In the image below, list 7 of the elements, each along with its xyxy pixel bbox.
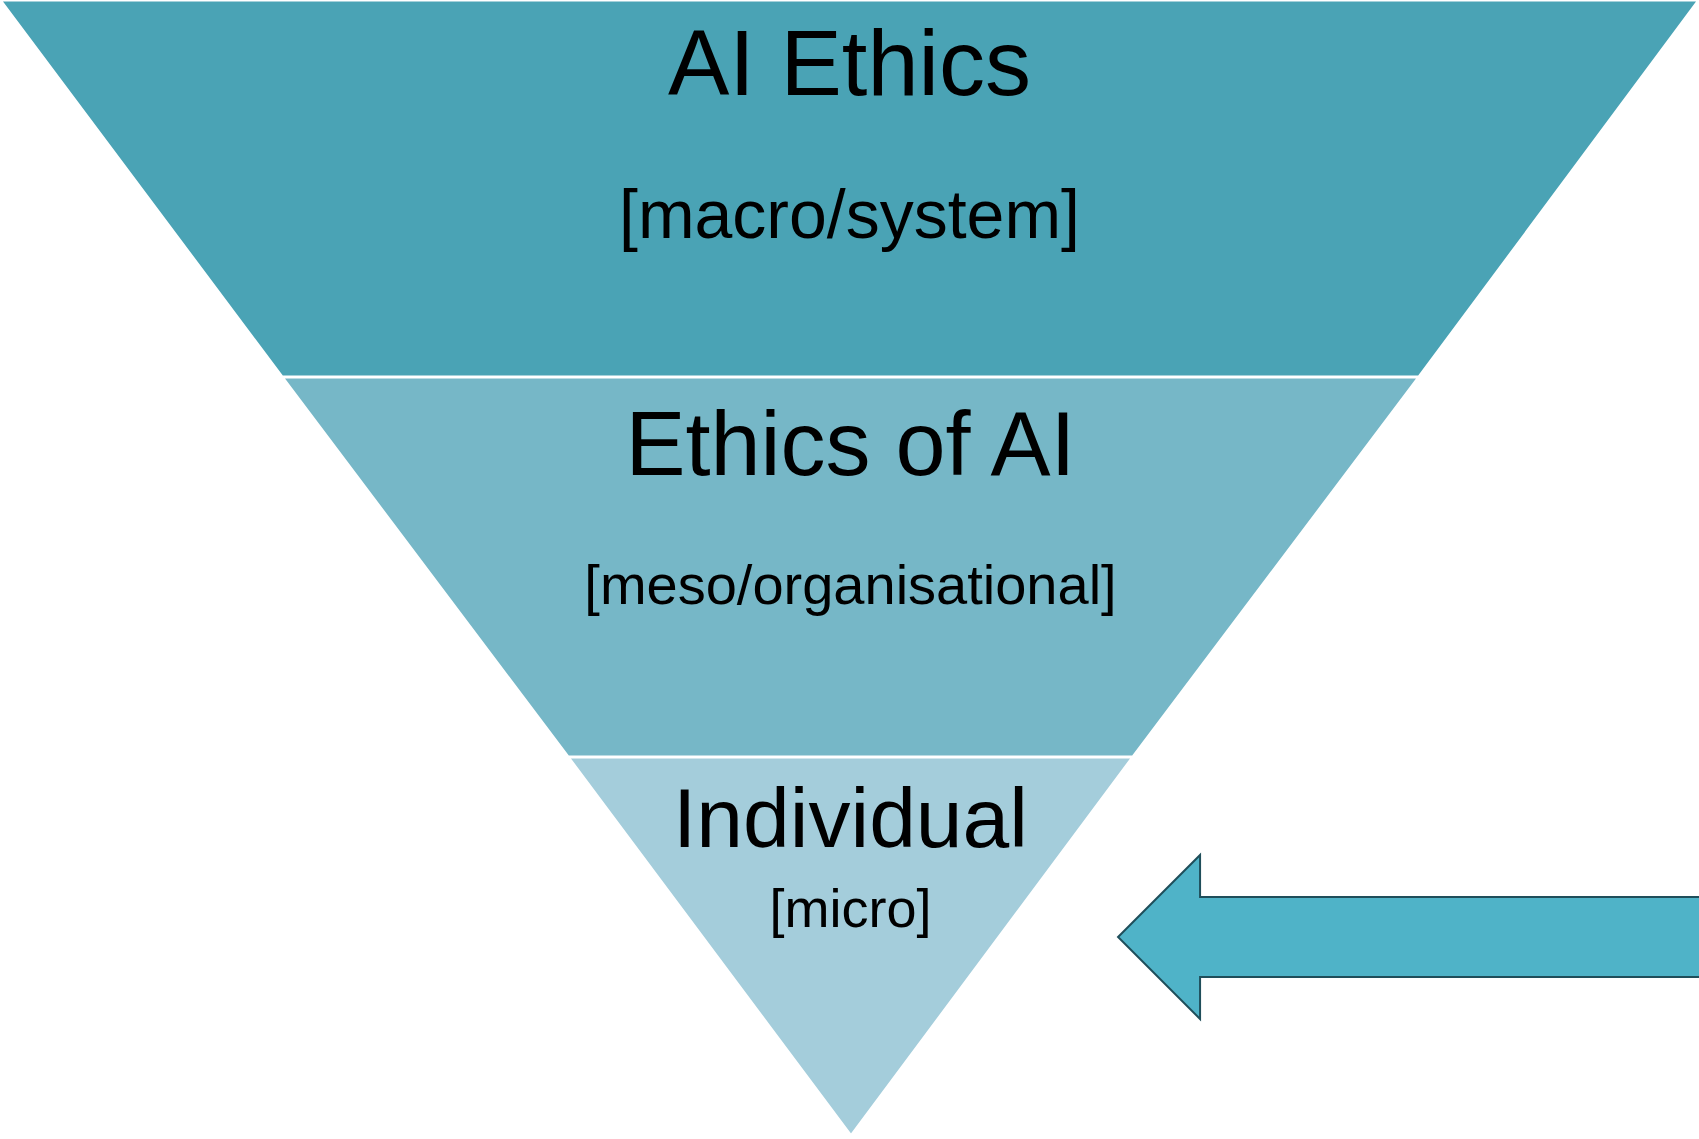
level-subtitle: [micro] [769,876,932,940]
level-title: Ethics of AI [625,393,1076,496]
level-subtitle: [macro/system] [619,175,1080,255]
level-title: AI Ethics [668,10,1031,116]
level-subtitle: [meso/organisational] [584,552,1117,619]
level-title: Individual [673,769,1028,867]
block-arrow [1116,852,1699,1022]
